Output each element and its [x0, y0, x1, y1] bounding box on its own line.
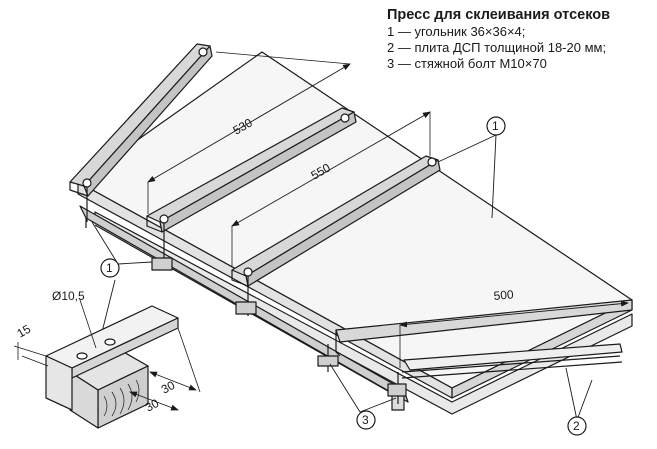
callout-angle-right: 1	[492, 119, 499, 133]
callout-circles	[100, 116, 587, 436]
legend-item-bolt: 3 — стяжной болт М10×70	[387, 56, 547, 71]
legend-item-board: 2 — плита ДСП толщиной 18-20 мм;	[387, 40, 607, 55]
dim-width-a: 30	[143, 396, 162, 415]
dimension-lines	[147, 51, 629, 368]
leader-lines	[91, 134, 593, 421]
legend-item-angle: 1 — угольник 36×36×4;	[387, 24, 526, 39]
dim-edge-offset: 15	[15, 322, 34, 341]
dim-bottom-length: 500	[493, 287, 514, 303]
callout-bolts: 3	[362, 413, 369, 427]
detail-angle-section	[45, 305, 179, 429]
callout-angle-left: 1	[106, 261, 113, 275]
caption-title: Пресс для склеивания отсеков	[387, 7, 611, 23]
caption: Пресс для склеивания отсеков 1 — угольни…	[387, 6, 649, 72]
dim-width-b: 30	[159, 378, 178, 397]
dim-hole-diameter: Ø10,5	[52, 289, 85, 303]
bolts	[86, 187, 407, 404]
callout-plate: 2	[573, 419, 580, 433]
detail-dimensions	[13, 299, 201, 411]
